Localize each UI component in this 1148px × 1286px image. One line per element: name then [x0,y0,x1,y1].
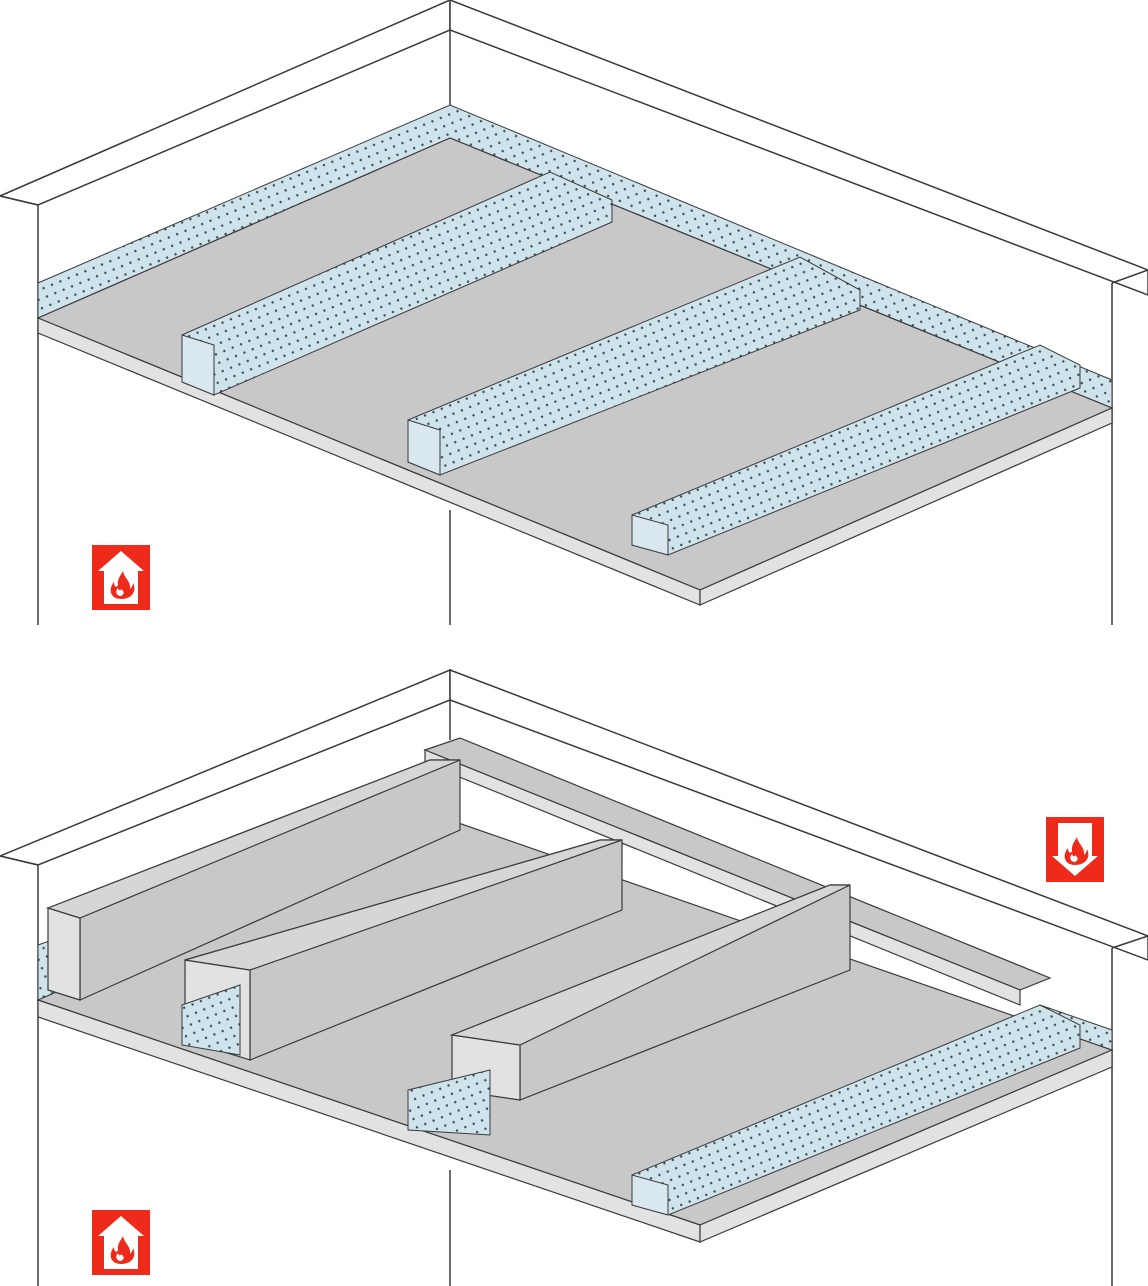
room-walls [0,0,1148,625]
c-profile-3 [631,344,1081,556]
c-profile-exposed [631,1004,1081,1216]
ceiling-illustration-top [0,0,1148,625]
board-side-edge [699,407,1113,606]
room-walls [0,668,1148,1286]
ceiling-diagram-bottom [0,660,1148,1286]
encasement-box-3 [449,884,851,1101]
ceiling-diagram-top [0,0,1148,625]
encasement-top-board [423,737,1052,1006]
c-profiles [181,984,1081,1216]
fire-from-above-icon [1046,817,1104,882]
c-profile-1 [181,171,613,396]
c-profiles [181,171,1081,556]
c-profile-2 [407,256,861,476]
fire-from-below-icon [92,1210,150,1275]
right-wall-top-edge [449,0,1148,296]
ceiling-illustration-bottom [0,668,1148,1286]
fire-from-below-icon [92,545,150,610]
encasement-box-1 [46,759,461,1001]
